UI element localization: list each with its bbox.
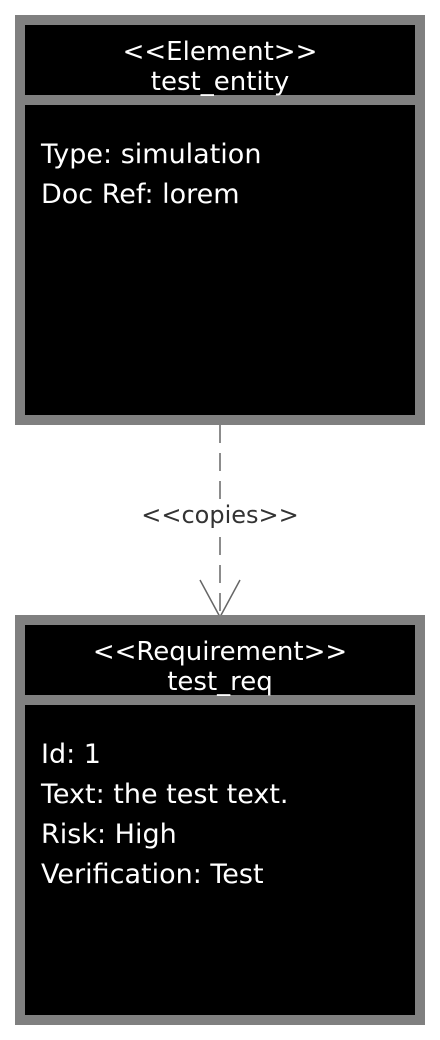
element-name: test_entity	[150, 67, 290, 97]
requirement-node[interactable]: <<Requirement>> test_req Id: 1 Text: the…	[15, 615, 425, 1025]
element-header: <<Element>> test_entity	[25, 25, 415, 105]
requirement-property: Text: the test text.	[41, 779, 289, 810]
requirement-header: <<Requirement>> test_req	[25, 625, 415, 705]
requirement-name: test_req	[167, 667, 273, 697]
element-property: Doc Ref: lorem	[41, 179, 240, 210]
requirement-properties: Id: 1 Text: the test text. Risk: High Ve…	[25, 705, 415, 895]
requirement-property: Id: 1	[41, 739, 101, 770]
element-stereotype: <<Element>>	[122, 37, 318, 67]
requirement-stereotype: <<Requirement>>	[92, 637, 348, 667]
requirement-property: Risk: High	[41, 819, 177, 850]
element-properties: Type: simulation Doc Ref: lorem	[25, 105, 415, 215]
relation-label-text: <<copies>>	[139, 501, 301, 529]
relation-arrowhead	[199, 579, 241, 619]
relation-label: <<copies>>	[0, 500, 440, 530]
requirement-property: Verification: Test	[41, 859, 264, 890]
element-node[interactable]: <<Element>> test_entity Type: simulation…	[15, 15, 425, 425]
element-property: Type: simulation	[41, 139, 262, 170]
